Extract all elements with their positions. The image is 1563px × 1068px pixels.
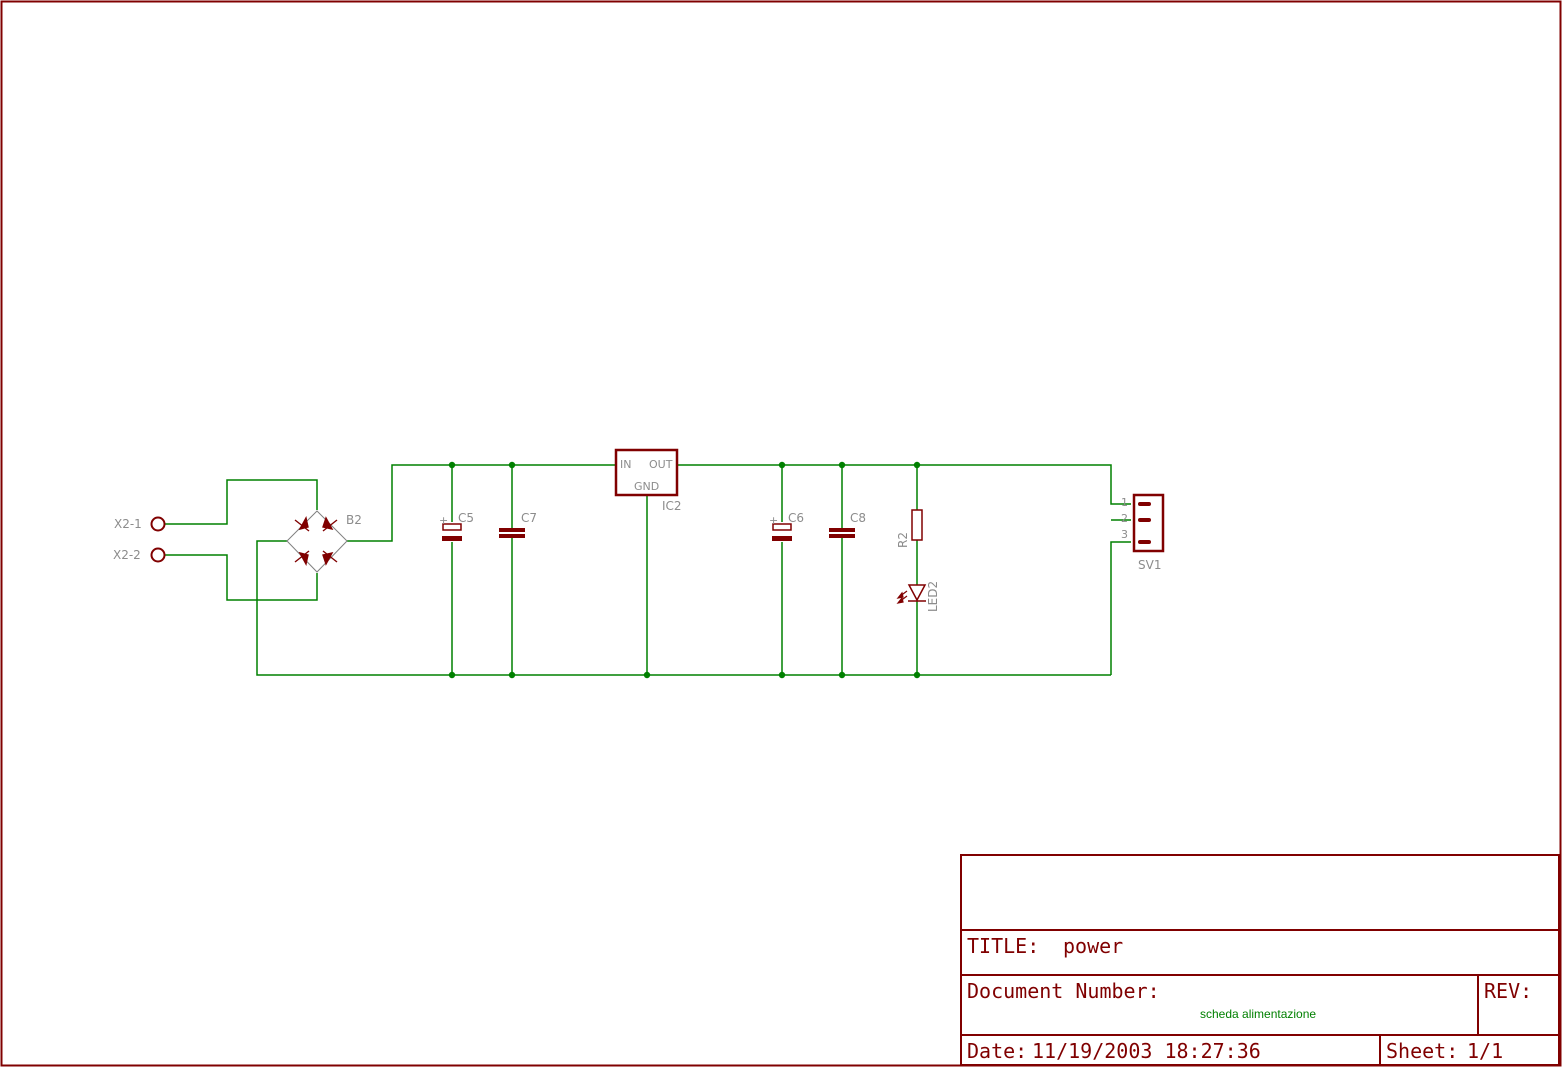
c7-label: C7 <box>521 511 537 525</box>
resistor-r2: R2 <box>896 509 923 548</box>
r2-body <box>911 509 923 541</box>
title-block-frame <box>960 854 1560 1066</box>
junction-dot <box>448 461 456 469</box>
c5-plus-mark: + <box>439 514 448 527</box>
wire-bridge-plus <box>347 464 616 542</box>
document-number-label: Document Number: <box>967 979 1160 1003</box>
c8-plate <box>829 528 855 532</box>
c6-plus-mark: + <box>769 514 778 527</box>
title-label: TITLE: <box>967 934 1039 958</box>
junction-dot <box>838 461 846 469</box>
bridge-outline <box>286 510 348 573</box>
x2-pin1-label: X2-1 <box>114 517 142 531</box>
x2-pin2-label: X2-2 <box>113 548 141 562</box>
ic2-body <box>614 448 679 497</box>
wire-out-rail <box>677 464 1131 505</box>
terminal-icon <box>150 547 166 563</box>
junction-dot <box>913 671 921 679</box>
c8-label: C8 <box>850 511 866 525</box>
regulator-ic2: IN OUT GND IC2 <box>614 448 682 513</box>
ic2-pin-out: OUT <box>649 458 673 471</box>
sheet-label: Sheet: <box>1386 1039 1458 1063</box>
document-note: scheda alimentazione <box>1200 1007 1316 1021</box>
wires <box>165 464 1131 676</box>
connector-x2: X2-1 X2-2 <box>113 516 166 563</box>
title-value: power <box>1063 934 1123 958</box>
wire-x2-1 <box>165 479 318 525</box>
diode-icon <box>322 550 338 566</box>
b2-label: B2 <box>346 513 362 527</box>
ic2-pin-in: IN <box>620 458 631 471</box>
c5-label: C5 <box>458 511 474 525</box>
junction-dot <box>778 461 786 469</box>
led2-label: LED2 <box>926 581 940 612</box>
bridge-rectifier-b2 <box>286 510 348 573</box>
ic2-pin-gnd: GND <box>634 480 659 493</box>
c8-plate <box>829 534 855 538</box>
c5-plate-plus <box>442 523 462 531</box>
led-rays-icon <box>896 590 908 604</box>
sheet-value: 1/1 <box>1467 1039 1503 1063</box>
rev-label: REV: <box>1484 979 1532 1003</box>
wire-x2-2 <box>165 554 318 601</box>
c6-label: C6 <box>788 511 804 525</box>
junction-dot <box>643 671 651 679</box>
junction-dot <box>508 671 516 679</box>
junction-dot <box>448 671 456 679</box>
sv1-pin1-label: 1 <box>1121 496 1128 509</box>
junctions <box>448 461 921 679</box>
date-label: Date: <box>967 1039 1027 1063</box>
diode-icon <box>294 550 310 566</box>
wire-gnd-header <box>1110 541 1131 675</box>
sv1-label: SV1 <box>1138 558 1161 572</box>
r2-label: R2 <box>896 532 910 548</box>
led-led2 <box>896 584 927 604</box>
sv1-pin3-label: 3 <box>1121 528 1128 541</box>
c7-plate <box>499 528 525 532</box>
capacitor-c5: + C5 <box>439 511 474 541</box>
c6-plate-minus <box>772 536 792 541</box>
junction-dot <box>913 461 921 469</box>
junction-dot <box>838 671 846 679</box>
wire-bridge-minus <box>256 540 1111 676</box>
ic2-label: IC2 <box>662 499 682 513</box>
capacitor-c7: C7 <box>499 511 537 538</box>
junction-dot <box>508 461 516 469</box>
title-block <box>960 854 1560 1066</box>
diode-icon <box>294 516 310 532</box>
c7-plate <box>499 534 525 538</box>
c6-plate-plus <box>772 523 792 531</box>
capacitor-c6: + C6 <box>769 511 804 541</box>
date-value: 11/19/2003 18:27:36 <box>1032 1039 1261 1063</box>
header-sv1: 1 2 3 SV1 <box>1121 493 1165 572</box>
junction-dot <box>778 671 786 679</box>
terminal-icon <box>150 516 166 532</box>
diode-icon <box>322 516 338 532</box>
led-icon <box>907 584 927 602</box>
c5-plate-minus <box>442 536 462 541</box>
sv1-pin2-label: 2 <box>1121 512 1128 525</box>
capacitor-c8: C8 <box>829 511 866 538</box>
